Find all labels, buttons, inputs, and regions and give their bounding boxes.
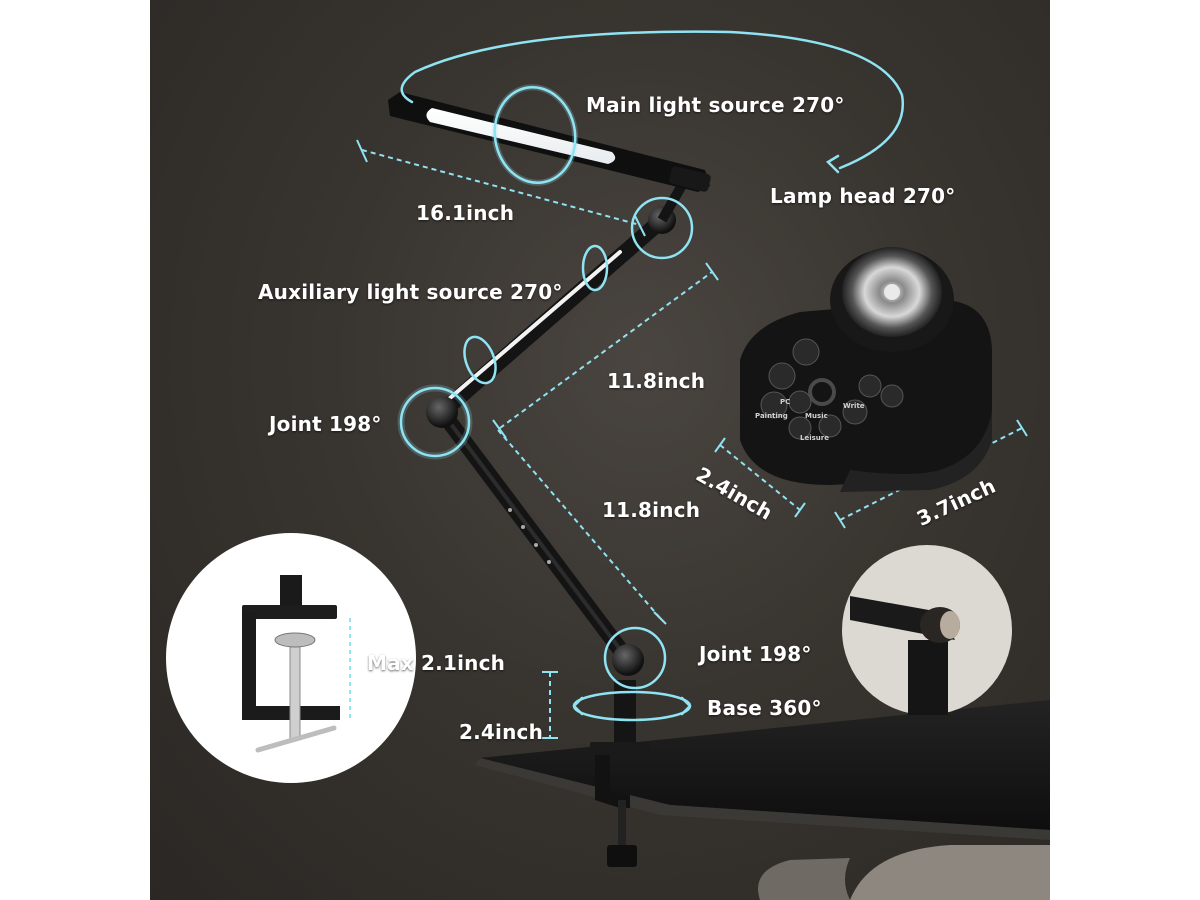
- lower-joint-label: Joint 198°: [699, 642, 812, 666]
- remote-music-label: Music: [805, 412, 828, 420]
- joint-detail-inset: [842, 545, 1012, 715]
- remote-pc-label: PC: [780, 398, 791, 406]
- remote-control: [740, 247, 992, 492]
- upper-joint-label: Joint 198°: [269, 412, 382, 436]
- lamp-head-label: Lamp head 270°: [770, 184, 956, 208]
- rotation-guides: [397, 30, 905, 722]
- remote-painting-label: Painting: [755, 412, 788, 420]
- base-rotation-label: Base 360°: [707, 696, 822, 720]
- aux-light-label: Auxiliary light source 270°: [258, 280, 563, 304]
- remote-write-label: Write: [843, 402, 865, 410]
- upper-arm-length-label: 11.8inch: [607, 369, 706, 393]
- desk: [475, 700, 1050, 900]
- base-height-label: 2.4inch: [459, 720, 544, 744]
- head-length-label: 16.1inch: [416, 201, 515, 225]
- remote-leisure-label: Leisure: [800, 434, 829, 442]
- clamp-inset: [166, 533, 416, 783]
- clamp-max-label: Max 2.1inch: [367, 651, 506, 675]
- main-light-label: Main light source 270°: [586, 93, 845, 117]
- lamp-illustration: [166, 30, 1050, 900]
- lower-arm-length-label: 11.8inch: [602, 498, 701, 522]
- product-scene: Main light source 270° Lamp head 270° 16…: [150, 0, 1050, 900]
